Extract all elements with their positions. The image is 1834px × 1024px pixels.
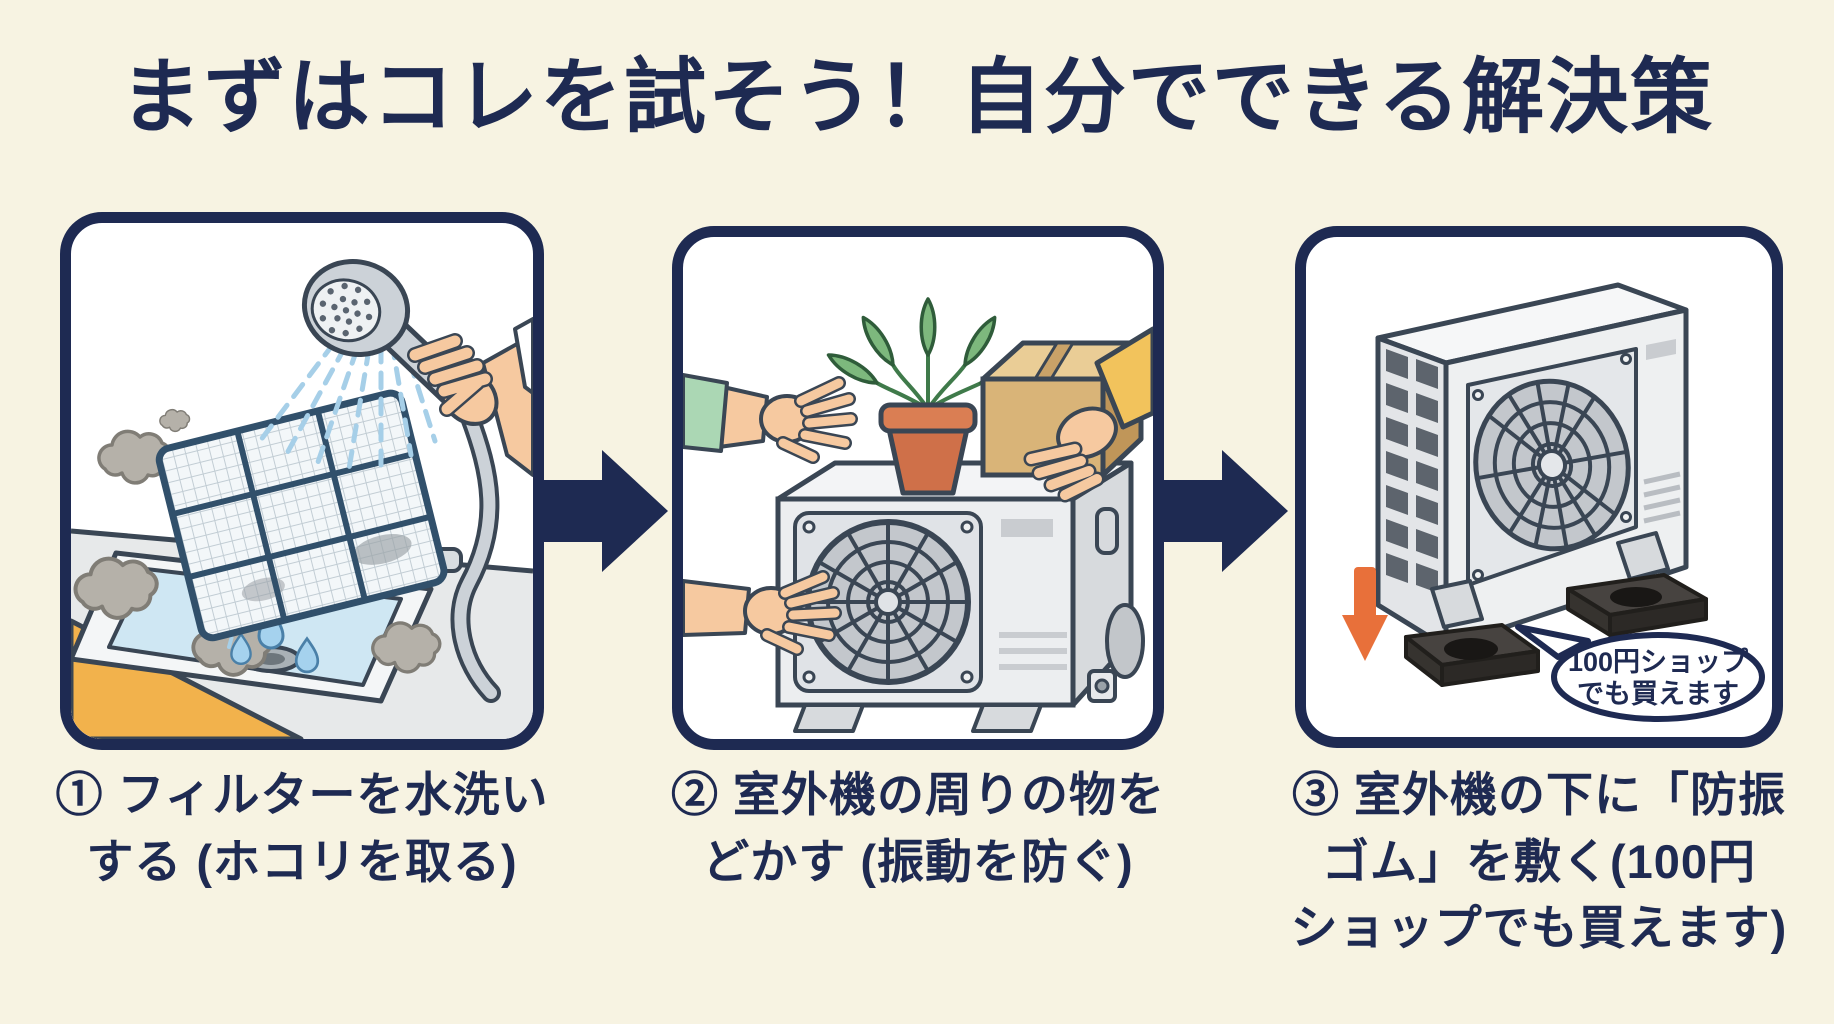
rubber-pad-icon (1566, 573, 1708, 637)
caption-line: ② 室外機の周りの物を (670, 768, 1166, 821)
fan-grille-icon (1473, 378, 1631, 552)
speech-bubble-line-1: 100円ショップ (1568, 647, 1749, 677)
outdoor-unit-clearing-illustration (683, 297, 1153, 733)
ac-filter-icon (155, 389, 448, 642)
rubber-pad-icon (1404, 623, 1540, 687)
panel-step-2-clear-surroundings (672, 226, 1164, 750)
panel-step-1-filter-wash (60, 212, 544, 750)
caption-step-1: ① フィルターを水洗い する (ホコリを取る) (32, 762, 572, 895)
speech-bubble: 100円ショップ でも買えます (1515, 624, 1765, 722)
caption-step-2: ② 室外機の周りの物を どかす (振動を防ぐ) (648, 762, 1188, 895)
down-arrow-icon (1342, 567, 1388, 661)
caption-line: ③ 室外機の下に「防振 (1291, 768, 1787, 821)
caption-line: ① フィルターを水洗い (55, 768, 549, 821)
water-spray (254, 334, 438, 472)
caption-line: する (ホコリを取る) (86, 834, 518, 888)
hand-holding-shower (407, 317, 533, 477)
arrow-right-icon (540, 450, 668, 572)
panel-step-3-vibration-pads: 100円ショップ でも買えます (1295, 226, 1783, 748)
potted-plant-icon (826, 297, 1032, 496)
hand-reaching-lower (683, 570, 842, 656)
caption-line: ショップでも買えます) (1290, 901, 1788, 955)
fan-grille-icon (805, 519, 971, 685)
outdoor-unit-icon (1375, 282, 1689, 650)
hand-reaching-upper (683, 373, 858, 464)
filter-washing-illustration (71, 259, 533, 739)
speech-bubble-line-2: でも買えます (1577, 679, 1739, 709)
page-title: まずはコレを試そう！自分でできる解決策 (119, 52, 1715, 143)
caption-line: どかす (振動を防ぐ) (702, 834, 1134, 888)
unit-on-rubber-pads-illustration: 100円ショップ でも買えます (1342, 282, 1765, 722)
louver-vents (1386, 349, 1438, 593)
hand-carrying-box (1023, 326, 1153, 503)
caption-line: ゴム」を敷く(100円 (1321, 834, 1757, 888)
arrow-right-icon (1160, 450, 1288, 572)
caption-step-3: ③ 室外機の下に「防振 ゴム」を敷く(100円 ショップでも買えます) (1249, 762, 1829, 962)
